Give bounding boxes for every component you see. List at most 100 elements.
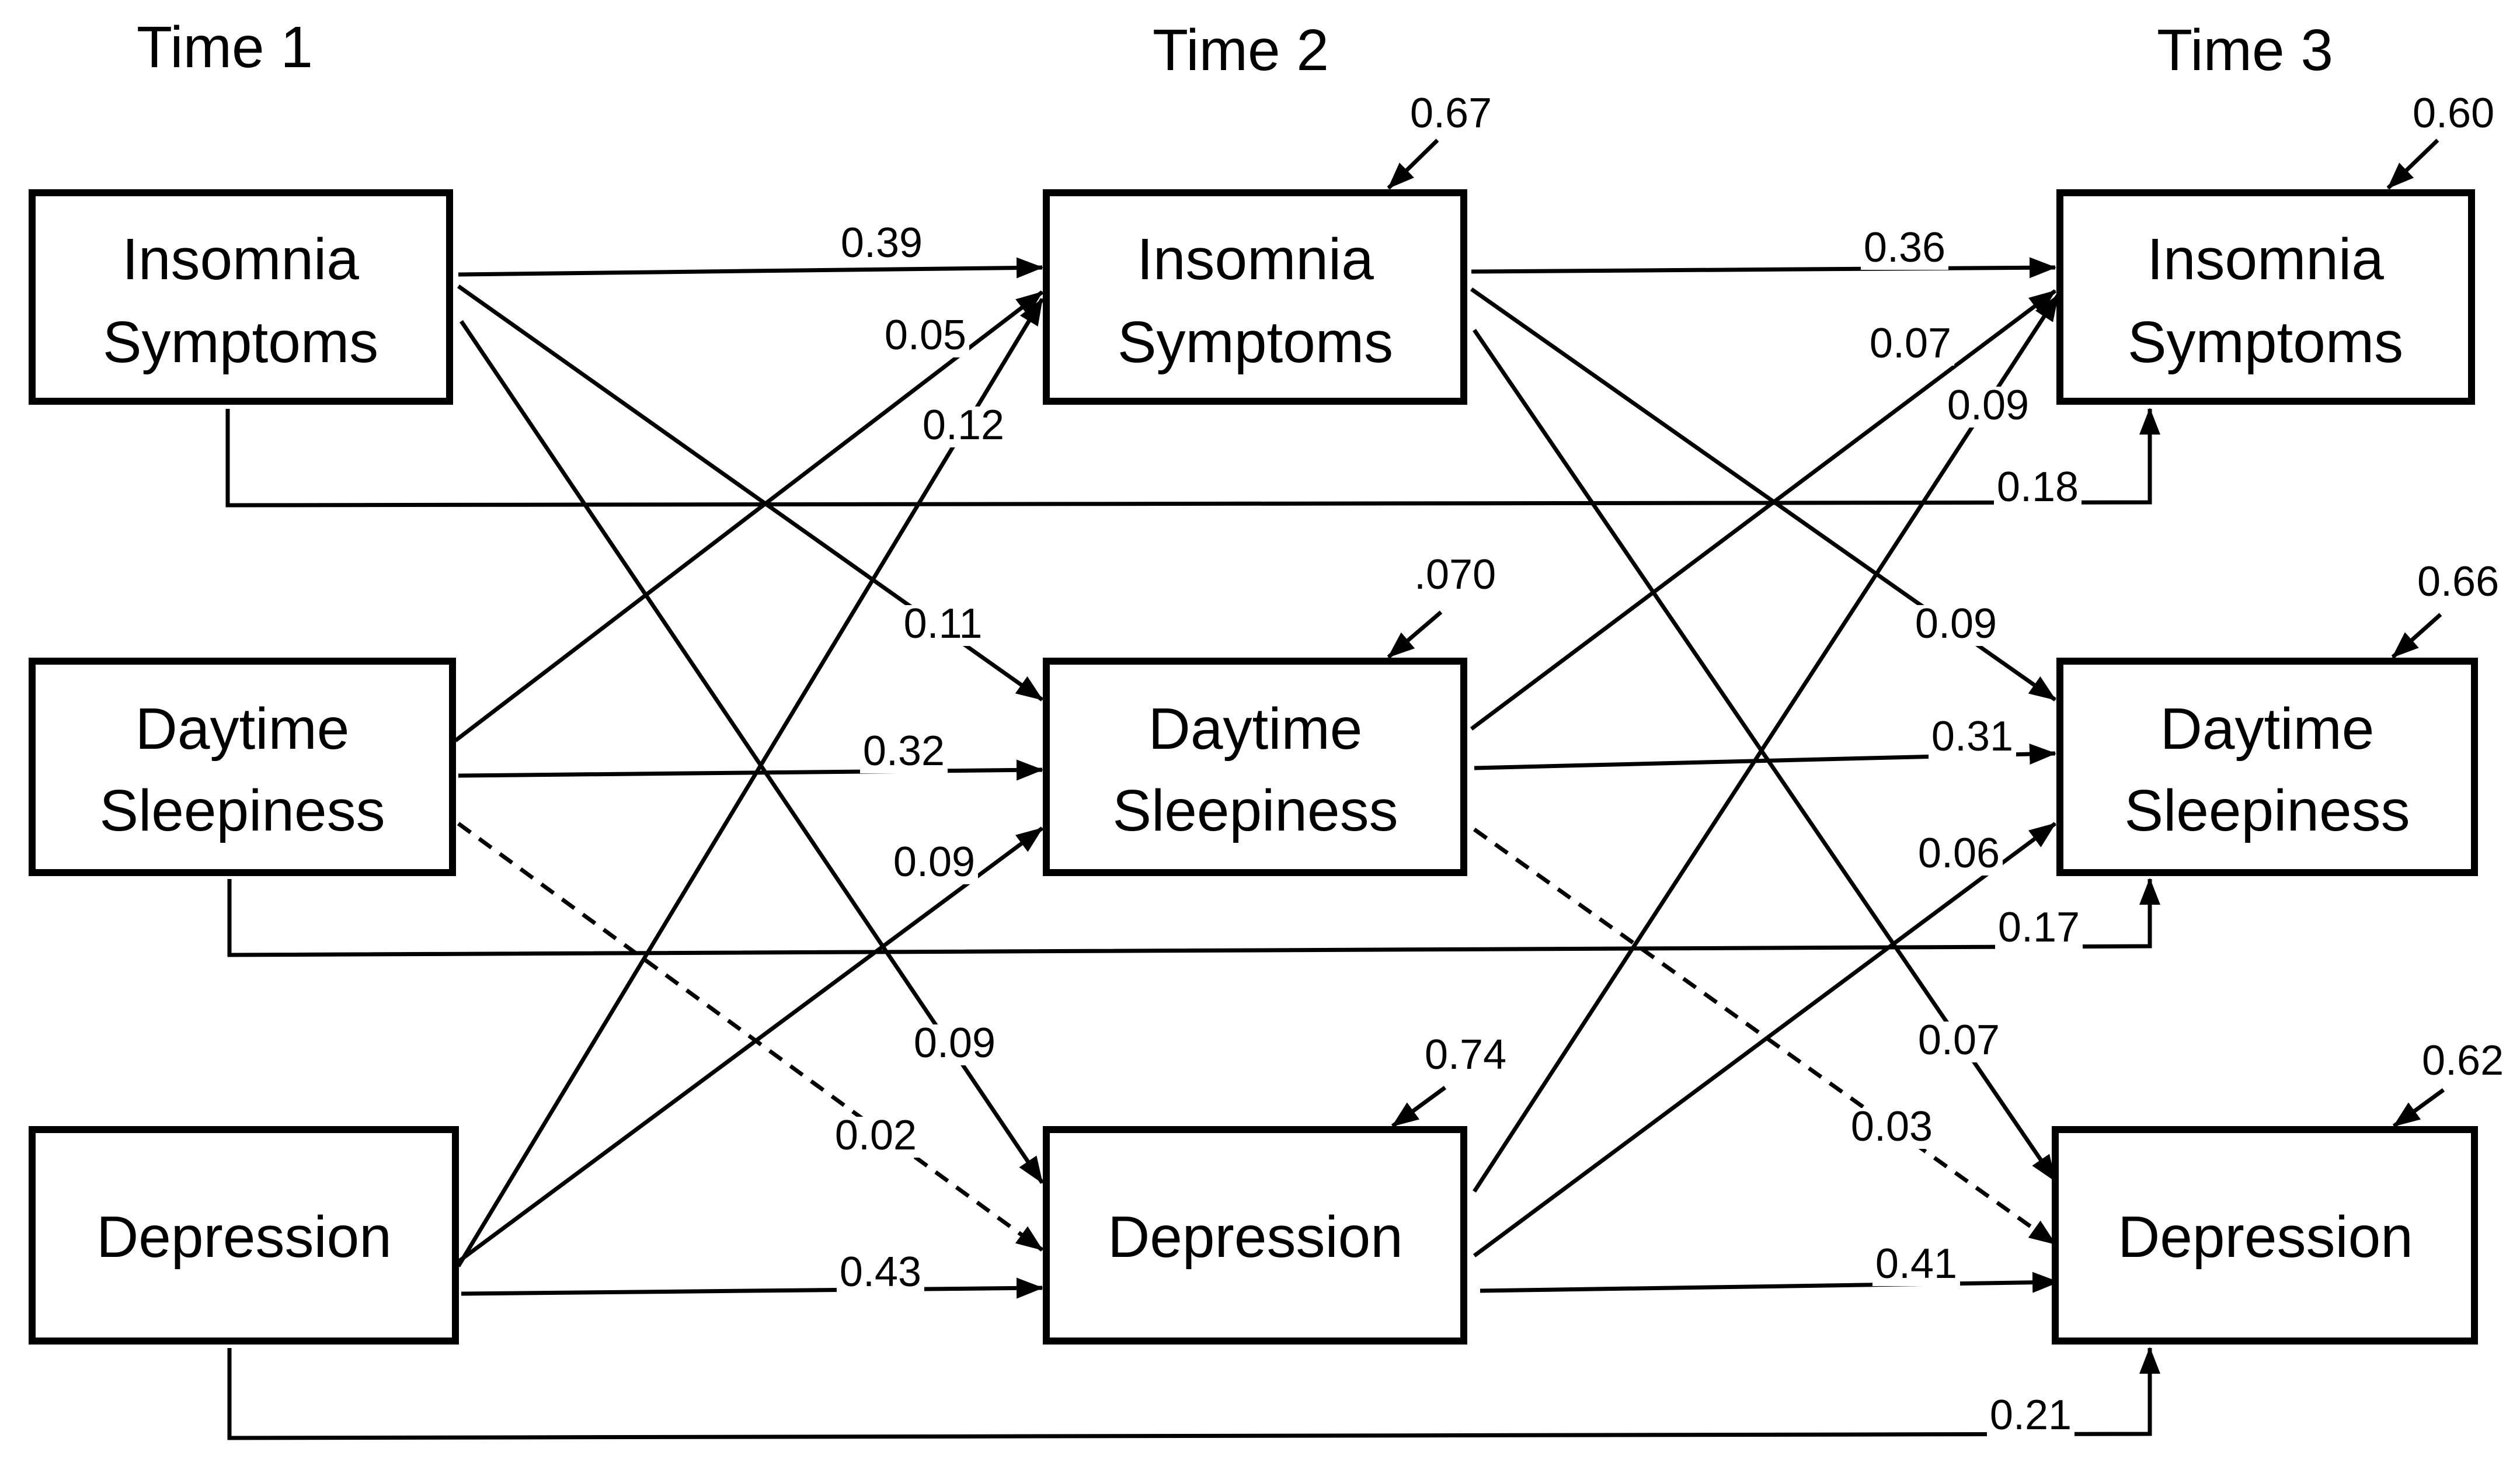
path-t1-day-to-t2-day-arrow	[458, 759, 1043, 781]
t2-insomnia-r2: 0.67	[1410, 90, 1492, 137]
t2-daytime-residual-arrow	[1387, 610, 1443, 659]
path-t2-day-to-t3-dep-label-mask	[1848, 1108, 1936, 1149]
path-t2-dep-to-t3-dep-arrow	[1480, 1272, 2059, 1293]
path-t1-dep-to-t2-dep-arrow	[461, 1277, 1043, 1299]
time-1-label: Time 1	[137, 15, 313, 80]
t3-daytime-label-line2: Sleepiness	[2124, 778, 2410, 843]
t3-daytime-residual-arrow	[2391, 613, 2442, 659]
t2-insomnia-label-line1: Insomnia	[1137, 227, 1374, 292]
t3-insomnia-box	[2056, 189, 2475, 405]
path-t1-ins-to-t3-ins-arrow	[225, 408, 2160, 508]
path-t2-ins-to-t3-day-coefficient: 0.09	[1915, 600, 1997, 647]
path-t2-dep-to-t3-day-label-mask	[1915, 835, 2003, 876]
path-t1-dep-to-t2-day-arrow	[457, 826, 1044, 1263]
t3-insomnia-label-line2: Symptoms	[2128, 310, 2403, 375]
time-3-label: Time 3	[2157, 18, 2333, 83]
time-2-label: Time 2	[1153, 18, 1329, 83]
t2-insomnia-residual-arrow	[1387, 138, 1439, 190]
t1-insomnia-box	[29, 189, 453, 405]
t3-depression-r2: 0.62	[2422, 1037, 2504, 1084]
path-t1-dep-to-t2-day-label-mask	[890, 843, 978, 884]
path-t1-ins-to-t3-ins-label-mask	[1994, 468, 2082, 509]
path-t2-ins-to-t3-day-label-mask	[1912, 605, 2000, 646]
path-t2-day-to-t3-ins-label-mask	[1867, 325, 1954, 366]
path-t1-day-to-t2-dep-coefficient: 0.02	[835, 1112, 917, 1159]
t3-depression-residual-arrow	[2392, 1088, 2445, 1128]
t2-daytime-label-line1: Daytime	[1148, 696, 1363, 762]
path-t2-day-to-t3-ins-arrow	[1470, 289, 2057, 731]
path-t1-dep-to-t2-ins-label-mask	[920, 407, 1007, 447]
t2-depression-residual-arrow	[1391, 1086, 1447, 1128]
t3-depression-box	[2052, 1126, 2478, 1345]
t3-daytime-label-line1: Daytime	[2160, 696, 2375, 762]
path-t1-ins-to-t3-ins-coefficient: 0.18	[1997, 464, 2079, 510]
label-masks-layer	[832, 224, 2083, 1437]
path-t1-ins-to-t2-ins-coefficient: 0.39	[841, 220, 923, 266]
t1-daytime-label-line2: Sleepiness	[99, 778, 385, 843]
t1-insomnia-label-line2: Symptoms	[103, 310, 378, 375]
path-t1-ins-to-t2-dep-label-mask	[911, 1024, 998, 1065]
t2-insomnia-box	[1043, 189, 1467, 405]
t2-depression-r2: 0.74	[1425, 1031, 1506, 1078]
t1-daytime-label-line1: Daytime	[135, 696, 350, 762]
path-t2-dep-to-t3-ins-label-mask	[1944, 387, 2032, 428]
path-t1-day-to-t3-day-label-mask	[1995, 909, 2083, 950]
path-t2-day-to-t3-day-coefficient: 0.31	[1931, 713, 2013, 760]
path-t1-ins-to-t2-day-coefficient: 0.11	[904, 600, 983, 647]
path-t2-dep-to-t3-dep-label-mask	[1872, 1245, 1960, 1286]
path-t1-day-to-t3-day-arrow	[227, 878, 2160, 957]
t3-daytime-box	[2056, 658, 2478, 876]
path-t1-day-to-t2-dep-label-mask	[832, 1117, 920, 1158]
t3-insomnia-label-line1: Insomnia	[2147, 227, 2384, 292]
path-t2-dep-to-t3-day-arrow	[1473, 822, 2057, 1257]
path-t2-ins-to-t3-ins-coefficient: 0.36	[1864, 224, 1945, 271]
path-t1-day-to-t2-day-label-mask	[860, 732, 948, 773]
path-t1-ins-to-t2-dep-coefficient: 0.09	[914, 1020, 996, 1067]
path-t2-ins-to-t3-ins-label-mask	[1861, 229, 1948, 270]
path-t1-day-to-t2-ins-coefficient: 0.05	[885, 312, 966, 359]
t3-daytime-r2: 0.66	[2417, 558, 2499, 605]
t2-depression-label: Depression	[1108, 1204, 1403, 1270]
t1-depression-box	[29, 1126, 459, 1345]
path-t1-day-to-t2-dep-arrow	[457, 822, 1044, 1252]
path-t2-dep-to-t3-day-coefficient: 0.06	[1918, 830, 2000, 877]
path-t2-ins-to-t3-dep-coefficient: 0.07	[1918, 1017, 2000, 1064]
t2-daytime-box	[1043, 658, 1467, 876]
path-t1-dep-to-t2-ins-coefficient: 0.12	[923, 402, 1004, 449]
path-t2-day-to-t3-dep-arrow	[1473, 828, 2057, 1246]
path-t2-ins-to-t3-dep-label-mask	[1915, 1022, 2003, 1062]
t2-daytime-r2: .070	[1414, 551, 1496, 598]
path-t1-day-to-t3-day-coefficient: 0.17	[1998, 904, 2080, 951]
path-t1-dep-to-t3-dep-label-mask	[1987, 1396, 2075, 1437]
path-t1-day-to-t2-ins-arrow	[454, 290, 1044, 742]
t3-insomnia-r2: 0.60	[2413, 90, 2494, 137]
t2-depression-box	[1043, 1126, 1467, 1345]
path-t2-dep-to-t3-ins-arrow	[1473, 294, 2060, 1193]
path-t2-dep-to-t3-dep-coefficient: 0.41	[1875, 1241, 1957, 1287]
t2-daytime-label-line2: Sleepiness	[1112, 778, 1398, 843]
path-t1-dep-to-t3-dep-coefficient: 0.21	[1990, 1392, 2072, 1439]
path-t1-day-to-t2-ins-label-mask	[882, 317, 969, 357]
t1-insomnia-label-line1: Insomnia	[122, 227, 359, 292]
path-t2-day-to-t3-day-label-mask	[1929, 718, 2016, 759]
coefficient-labels-layer: 0.39 0.05 0.12 0.11 0.32 0.09 0.09 0.02 0.43 0.36…	[835, 220, 2080, 1439]
path-t1-dep-to-t3-dep-arrow	[227, 1347, 2160, 1440]
path-t1-dep-to-t2-dep-coefficient: 0.43	[840, 1249, 921, 1295]
t1-depression-label: Depression	[96, 1204, 392, 1270]
path-t1-ins-to-t2-ins-arrow	[458, 257, 1043, 279]
path-t1-dep-to-t2-ins-arrow	[457, 298, 1044, 1267]
t3-insomnia-residual-arrow	[2386, 138, 2439, 190]
t1-daytime-box	[29, 658, 456, 876]
path-t2-dep-to-t3-ins-coefficient: 0.09	[1947, 382, 2029, 429]
path-t1-day-to-t2-day-coefficient: 0.32	[863, 728, 945, 774]
path-t2-day-to-t3-dep-coefficient: 0.03	[1851, 1103, 1933, 1150]
path-t1-dep-to-t2-day-coefficient: 0.09	[893, 839, 975, 885]
t2-insomnia-label-line2: Symptoms	[1118, 310, 1393, 375]
t3-depression-label: Depression	[2118, 1204, 2413, 1270]
path-t1-dep-to-t2-dep-label-mask	[837, 1253, 924, 1294]
path-t2-day-to-t3-ins-coefficient: 0.07	[1870, 320, 1951, 367]
path-t1-ins-to-t2-ins-label-mask	[838, 224, 925, 265]
path-t2-ins-to-t3-ins-arrow	[1471, 257, 2056, 279]
path-t1-ins-to-t2-day-label-mask	[899, 605, 987, 646]
